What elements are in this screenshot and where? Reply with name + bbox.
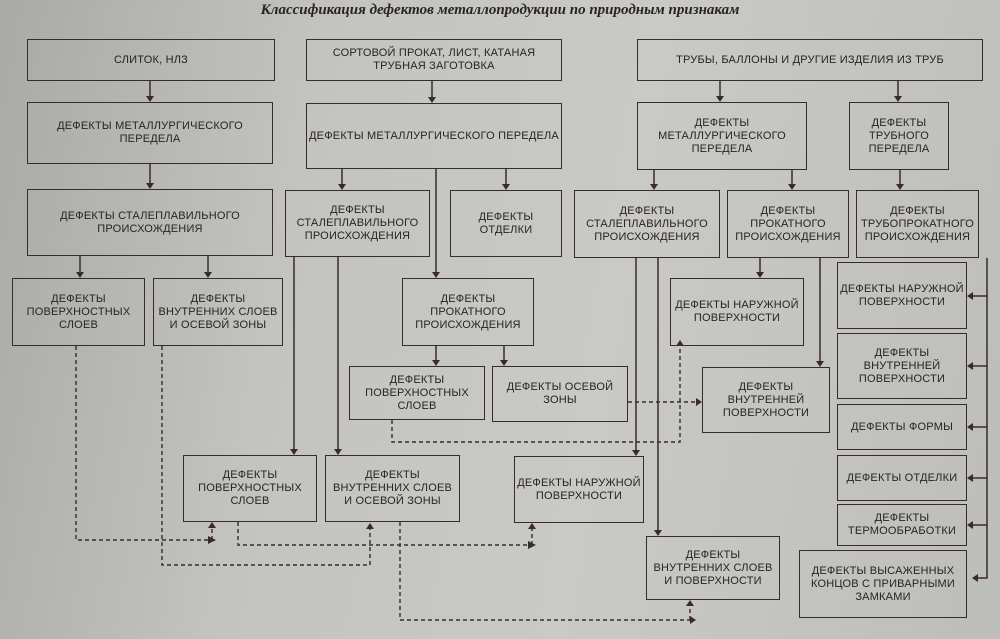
box-pipes: ТРУБЫ, БАЛЛОНЫ И ДРУГИЕ ИЗДЕЛИЯ ИЗ ТРУБ — [637, 39, 983, 81]
box-rolled-products: СОРТОВОЙ ПРОКАТ, ЛИСТ, КАТАНАЯ ТРУБНАЯ З… — [306, 39, 562, 81]
box-steelmaking-2: ДЕФЕКТЫ СТАЛЕПЛАВИЛЬНОГО ПРОИСХОЖДЕНИЯ — [285, 190, 430, 257]
box-surface-layers-1: ДЕФЕКТЫ ПОВЕРХНОСТНЫХ СЛОЕВ — [12, 278, 145, 346]
box-metallurgical-2: ДЕФЕКТЫ МЕТАЛЛУРГИЧЕСКОГО ПЕРЕДЕЛА — [306, 103, 562, 169]
diagram-title: Классификация дефектов металлопродукции … — [260, 2, 740, 18]
box-steelmaking-1: ДЕФЕКТЫ СТАЛЕПЛАВИЛЬНОГО ПРОИСХОЖДЕНИЯ — [27, 189, 273, 256]
box-ingot: СЛИТОК, НЛЗ — [27, 39, 275, 81]
box-finishing-1: ДЕФЕКТЫ ОТДЕЛКИ — [450, 190, 562, 257]
box-inner-layers-5: ДЕФЕКТЫ ВНУТРЕННИХ СЛОЕВ И ПОВЕРХНОСТИ — [646, 536, 780, 600]
box-outer-surface-3: ДЕФЕКТЫ НАРУЖНОЙ ПОВЕРХНОСТИ — [670, 278, 804, 346]
box-inner-layers-1: ДЕФЕКТЫ ВНУТРЕННИХ СЛОЕВ И ОСЕВОЙ ЗОНЫ — [153, 278, 283, 346]
box-tube-rolling: ДЕФЕКТЫ ТРУБОПРОКАТНОГО ПРОИСХОЖДЕНИЯ — [856, 190, 979, 258]
dashed-connectors — [75, 340, 702, 624]
box-rolling-2: ДЕФЕКТЫ ПРОКАТНОГО ПРОИСХОЖДЕНИЯ — [402, 278, 534, 346]
box-inner-surface-3: ДЕФЕКТЫ ВНУТРЕННЕЙ ПОВЕРХНОСТИ — [702, 367, 830, 433]
box-surface-layers-2: ДЕФЕКТЫ ПОВЕРХНОСТНЫХ СЛОЕВ — [349, 366, 485, 420]
box-metallurgical-1: ДЕФЕКТЫ МЕТАЛЛУРГИЧЕСКОГО ПЕРЕДЕЛА — [27, 102, 273, 164]
box-finishing-4: ДЕФЕКТЫ ОТДЕЛКИ — [837, 455, 967, 501]
box-surface-layers-3: ДЕФЕКТЫ ПОВЕРХНОСТНЫХ СЛОЕВ — [183, 455, 317, 522]
box-heat-treatment-4: ДЕФЕКТЫ ТЕРМООБРАБОТКИ — [837, 504, 967, 546]
box-outer-surface-4: ДЕФЕКТЫ НАРУЖНОЙ ПОВЕРХНОСТИ — [837, 262, 967, 329]
box-axial-zone-2: ДЕФЕКТЫ ОСЕВОЙ ЗОНЫ — [492, 366, 628, 422]
box-steelmaking-3: ДЕФЕКТЫ СТАЛЕПЛАВИЛЬНОГО ПРОИСХОЖДЕНИЯ — [574, 190, 720, 258]
box-tube-processing: ДЕФЕКТЫ ТРУБНОГО ПЕРЕДЕЛА — [849, 102, 949, 170]
box-inner-surface-4: ДЕФЕКТЫ ВНУТРЕННЕЙ ПОВЕРХНОСТИ — [837, 333, 967, 399]
box-outer-surface-5: ДЕФЕКТЫ НАРУЖНОЙ ПОВЕРХНОСТИ — [514, 456, 644, 523]
box-inner-layers-3: ДЕФЕКТЫ ВНУТРЕННИХ СЛОЕВ И ОСЕВОЙ ЗОНЫ — [325, 455, 460, 522]
solid-connectors — [76, 80, 988, 582]
box-metallurgical-3: ДЕФЕКТЫ МЕТАЛЛУРГИЧЕСКОГО ПЕРЕДЕЛА — [637, 102, 807, 170]
box-upset-ends-4: ДЕФЕКТЫ ВЫСАЖЕННЫХ КОНЦОВ С ПРИВАРНЫМИ З… — [799, 550, 967, 618]
box-rolling-3: ДЕФЕКТЫ ПРОКАТНОГО ПРОИСХОЖДЕНИЯ — [727, 190, 849, 258]
box-shape-4: ДЕФЕКТЫ ФОРМЫ — [837, 404, 967, 450]
